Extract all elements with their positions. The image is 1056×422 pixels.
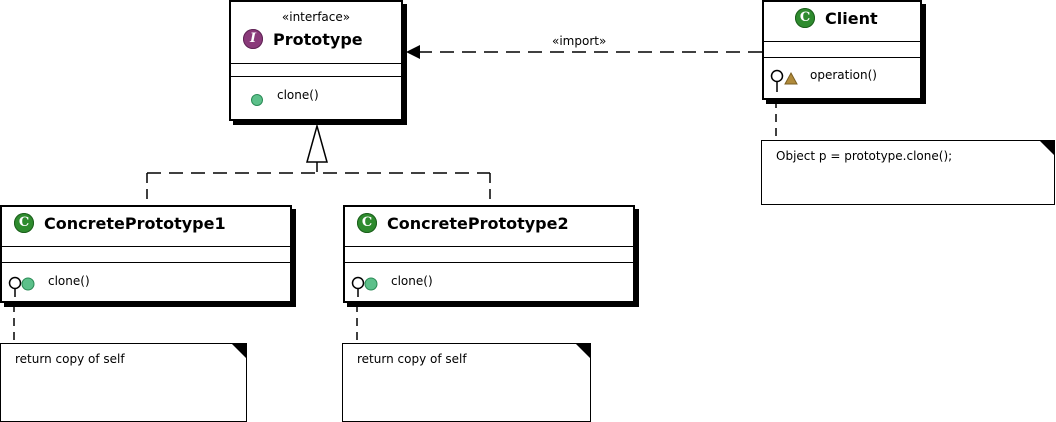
concrete1-note-text: return copy of self	[15, 352, 125, 366]
client-name: Client	[825, 9, 878, 28]
interface-icon: I	[243, 29, 263, 49]
override-method-icon	[8, 276, 35, 297]
concrete1-note[interactable]: return copy of self	[0, 343, 247, 422]
prototype-interface-box[interactable]: «interface» I Prototype clone()	[229, 0, 403, 121]
concrete1-name: ConcretePrototype1	[44, 214, 226, 233]
class-icon: C	[14, 213, 34, 233]
protected-method-icon	[770, 69, 798, 92]
public-method-icon	[251, 94, 263, 106]
realization-arrowhead	[306, 123, 328, 163]
concrete2-note[interactable]: return copy of self	[342, 343, 591, 422]
import-label: «import»	[552, 34, 607, 48]
client-note[interactable]: Object p = prototype.clone();	[761, 140, 1055, 205]
client-operation: operation()	[810, 68, 877, 82]
import-arrowhead	[406, 45, 420, 59]
concrete2-note-text: return copy of self	[357, 352, 467, 366]
concrete1-operation: clone()	[48, 274, 90, 288]
interface-operation: clone()	[277, 88, 319, 102]
concrete2-name: ConcretePrototype2	[387, 214, 569, 233]
override-method-icon	[351, 276, 378, 297]
client-class-box[interactable]: C Client operation()	[762, 0, 922, 100]
interface-stereotype: «interface»	[281, 10, 351, 24]
concrete-prototype2-box[interactable]: C ConcretePrototype2 clone()	[343, 205, 635, 303]
class-icon: C	[795, 8, 815, 28]
note-fold-corner	[575, 343, 591, 359]
class-icon: C	[357, 213, 377, 233]
interface-name: Prototype	[273, 30, 363, 49]
concrete2-operation: clone()	[391, 274, 433, 288]
note-fold-corner	[231, 343, 247, 359]
client-note-text: Object p = prototype.clone();	[776, 149, 953, 163]
note-fold-corner	[1039, 140, 1055, 156]
concrete-prototype1-box[interactable]: C ConcretePrototype1 clone()	[0, 205, 292, 303]
